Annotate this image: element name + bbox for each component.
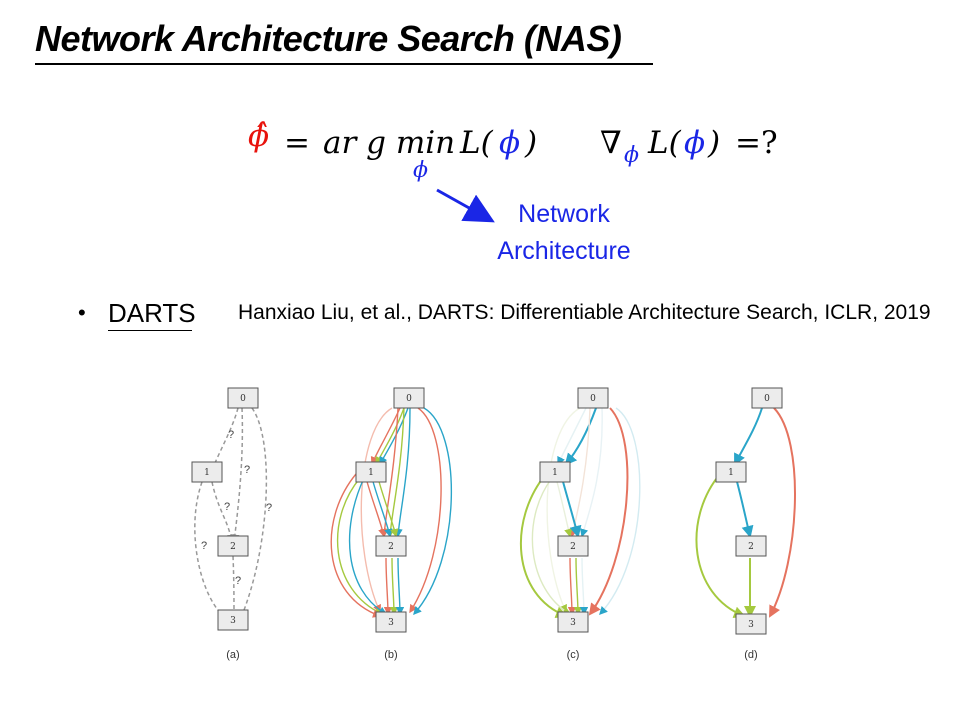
phi-hat: ϕ̂ bbox=[248, 118, 270, 154]
panel-b bbox=[330, 407, 452, 618]
node-box bbox=[375, 535, 407, 557]
question-mark: ? bbox=[228, 429, 234, 441]
node-label: 3 bbox=[230, 616, 236, 626]
panel-d-nodes: 0 1 2 3 bbox=[715, 387, 783, 635]
annotation-line-2: Architecture bbox=[497, 237, 631, 265]
argmin-text: ar g min bbox=[323, 125, 456, 161]
node-box bbox=[227, 387, 259, 409]
equals-sign: = bbox=[284, 125, 310, 161]
panel-caption: (b) bbox=[384, 649, 397, 661]
node-label: 0 bbox=[240, 394, 246, 404]
panel-c bbox=[519, 407, 641, 618]
darts-underline bbox=[108, 330, 192, 331]
question-mark: ? bbox=[244, 464, 250, 476]
node-label: 1 bbox=[368, 468, 374, 478]
slide-title: Network Architecture Search (NAS) bbox=[35, 18, 622, 59]
loss-close: ) bbox=[525, 125, 538, 161]
question-mark: ? bbox=[201, 540, 207, 552]
edge-0-1 bbox=[210, 407, 239, 472]
title-underline bbox=[35, 63, 653, 65]
panel-d bbox=[695, 407, 796, 618]
loss-open: L( bbox=[460, 125, 493, 161]
panel-a-nodes: 0 1 2 3 bbox=[191, 387, 259, 631]
node-box bbox=[735, 613, 767, 635]
gradient-loss-close: ) bbox=[708, 125, 721, 161]
loss-phi: ϕ bbox=[499, 125, 521, 161]
gradient-loss-open: L( bbox=[648, 125, 681, 161]
citation-text: Hanxiao Liu, et al., DARTS: Differentiab… bbox=[238, 301, 931, 324]
gradient-loss-phi: ϕ bbox=[684, 125, 706, 161]
node-label: 3 bbox=[748, 620, 754, 630]
question-mark: ? bbox=[266, 502, 272, 514]
node-box bbox=[751, 387, 783, 409]
darts-label: DARTS bbox=[108, 298, 196, 328]
gradient-symbol: ∇ bbox=[600, 125, 622, 161]
node-box bbox=[217, 609, 249, 631]
argmin-subscript: ϕ bbox=[413, 158, 428, 183]
node-box bbox=[577, 387, 609, 409]
node-label: 0 bbox=[590, 394, 596, 404]
node-box bbox=[539, 461, 571, 483]
node-label: 3 bbox=[388, 618, 394, 628]
node-box bbox=[355, 461, 387, 483]
node-box bbox=[375, 611, 407, 633]
node-label: 2 bbox=[570, 542, 576, 552]
node-box bbox=[217, 535, 249, 557]
panel-caption: (a) bbox=[226, 649, 239, 661]
node-label: 1 bbox=[552, 468, 558, 478]
node-label: 1 bbox=[728, 468, 734, 478]
node-label: 2 bbox=[748, 542, 754, 552]
gradient-subscript: ϕ bbox=[624, 143, 639, 168]
node-box bbox=[715, 461, 747, 483]
node-box bbox=[393, 387, 425, 409]
node-label: 0 bbox=[764, 394, 770, 404]
panel-caption: (c) bbox=[567, 649, 580, 661]
node-box bbox=[557, 535, 589, 557]
edge-0-3 bbox=[238, 407, 268, 622]
node-label: 0 bbox=[406, 394, 412, 404]
panel-c-nodes: 0 1 2 3 bbox=[539, 387, 609, 633]
question-mark: ? bbox=[235, 575, 241, 587]
panel-caption: (d) bbox=[744, 649, 757, 661]
annotation-line-1: Network bbox=[518, 200, 610, 228]
node-label: 1 bbox=[204, 468, 210, 478]
question-mark: ? bbox=[224, 501, 230, 513]
bullet-marker: • bbox=[78, 300, 86, 325]
node-label: 2 bbox=[388, 542, 394, 552]
node-label: 3 bbox=[570, 618, 576, 628]
panel-b-nodes: 0 1 2 3 bbox=[355, 387, 425, 633]
node-box bbox=[557, 611, 589, 633]
darts-cell-diagram: ? ? ? ? ? ? bbox=[191, 387, 796, 661]
node-label: 2 bbox=[230, 542, 236, 552]
node-box bbox=[191, 461, 223, 483]
edge-0-2 bbox=[230, 407, 244, 544]
node-box bbox=[735, 535, 767, 557]
gradient-equals-question: =? bbox=[735, 125, 778, 161]
annotation-label: Network Architecture bbox=[483, 196, 645, 270]
